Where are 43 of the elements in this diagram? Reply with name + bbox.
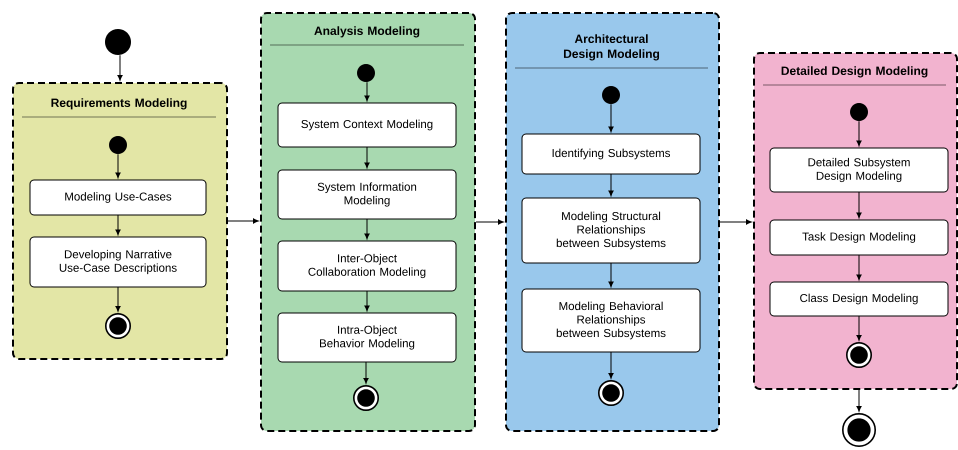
arrow (228, 218, 259, 224)
arrow (476, 219, 504, 225)
start-dot (109, 136, 127, 154)
arrow (856, 120, 862, 146)
activity-box: Modeling Use-Cases (30, 180, 206, 216)
arrow (856, 316, 862, 341)
arrow (115, 154, 121, 178)
arrow (364, 291, 370, 312)
activity-box: Modeling Structural Relationships between Subsystems (522, 198, 700, 264)
start-dot (850, 103, 868, 121)
start-dot (357, 64, 375, 82)
end-bullseye (846, 342, 872, 368)
arrow (720, 219, 752, 225)
activity-box: System Information Modeling (278, 170, 456, 220)
start-dot (105, 29, 131, 55)
end-bullseye (353, 385, 379, 411)
arrow (608, 352, 614, 379)
arrow (856, 390, 862, 412)
arrow (608, 104, 614, 132)
activity-box: Developing Narrative Use-Case Descriptions (30, 236, 206, 288)
arrow (117, 54, 123, 81)
arrow (608, 174, 614, 196)
end-bullseye (598, 380, 624, 406)
activity-box: Inter-Object Collaboration Modeling (278, 240, 456, 292)
end-bullseye (842, 413, 876, 447)
activity-box: Detailed Subsystem Design Modeling (770, 148, 948, 192)
arrow (364, 147, 370, 168)
arrow (115, 215, 121, 236)
arrow (856, 255, 862, 280)
activity-box: Task Design Modeling (770, 220, 948, 256)
activity-box: Class Design Modeling (770, 282, 948, 316)
arrow (364, 219, 370, 240)
activity-box: System Context Modeling (278, 102, 456, 148)
activity-box: Identifying Subsystems (522, 134, 700, 174)
end-bullseye (105, 313, 131, 339)
start-dot (602, 86, 620, 104)
arrow (364, 82, 370, 102)
arrow (115, 287, 121, 312)
arrow (608, 263, 614, 288)
arrow (363, 362, 369, 384)
activity-box: Intra-Object Behavior Modeling (278, 312, 456, 362)
activity-box: Modeling Behavioral Relationships between Subsystems (522, 288, 700, 352)
arrow (856, 192, 862, 218)
